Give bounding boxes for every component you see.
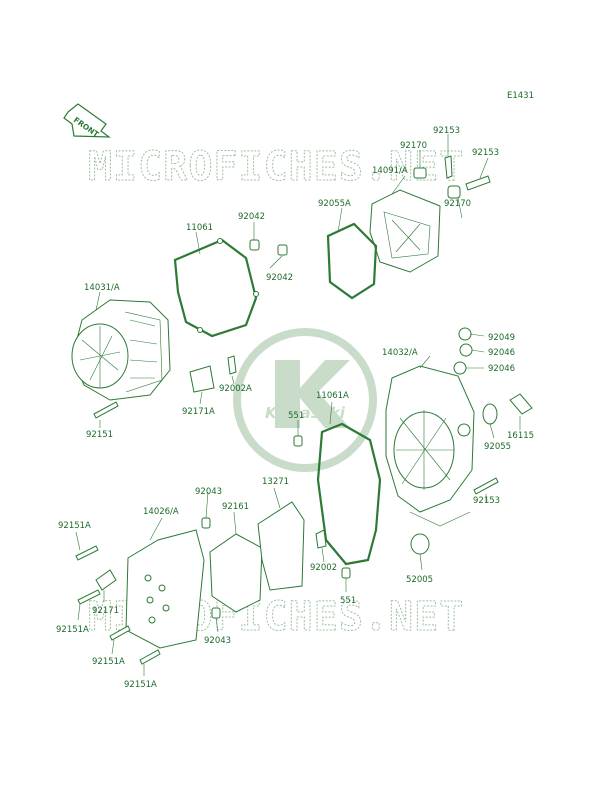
gasket-11061a <box>316 422 382 566</box>
clamp-92171 <box>95 569 117 591</box>
label-92151a-3: 92151A <box>92 657 125 667</box>
part-labels: 92153 92170 92153 14091/A 92055A 92170 1… <box>56 126 534 690</box>
label-92171a: 92171A <box>182 407 215 417</box>
bolt-92151 <box>93 401 119 419</box>
label-92049: 92049 <box>488 333 515 343</box>
spacer-92170-b <box>447 185 461 199</box>
label-92161: 92161 <box>222 502 249 512</box>
label-92042-upper: 92042 <box>238 212 265 222</box>
label-92151: 92151 <box>86 430 113 440</box>
leader-lines <box>75 134 521 676</box>
label-92043-lower: 92043 <box>204 636 231 646</box>
bolt-92153-a <box>444 155 453 179</box>
label-92171: 92171 <box>92 606 119 616</box>
clip-92170-a <box>413 167 427 179</box>
dowel-551-b <box>341 567 351 579</box>
dowel-92043-a <box>201 517 211 529</box>
front-arrow-icon: FRONT <box>63 103 111 140</box>
bolt-92151a-1 <box>75 545 99 561</box>
label-92170: 92170 <box>444 199 471 209</box>
label-92153-lower: 92153 <box>473 496 500 506</box>
label-92002: 92002 <box>310 563 337 573</box>
dowel-92042-b <box>277 244 288 256</box>
gasket-11061 <box>173 238 258 338</box>
damper-92161 <box>209 533 263 613</box>
label-92151a-2: 92151A <box>56 625 89 635</box>
cap-16115 <box>509 393 533 415</box>
label-11061a: 11061A <box>316 391 349 401</box>
bolt-92002 <box>315 529 327 549</box>
dowel-551-a <box>293 435 303 447</box>
label-52005: 52005 <box>406 575 433 585</box>
dowel-92042-a <box>249 239 260 251</box>
label-92046-a: 92046 <box>488 348 515 358</box>
washer-92049 <box>458 327 472 341</box>
oring-92055 <box>482 403 498 425</box>
label-92002a: 92002A <box>219 384 252 394</box>
label-92153-top: 92153 <box>433 126 460 136</box>
label-92043-upper: 92043 <box>195 487 222 497</box>
seal-92046-a <box>459 343 473 357</box>
diagram-code: E1431 <box>507 91 534 101</box>
bolt-92153-c <box>473 477 499 495</box>
label-92170-top: 92170 <box>400 141 427 151</box>
stator-cover-14031 <box>71 299 171 401</box>
label-92055: 92055 <box>484 442 511 452</box>
label-92153-right: 92153 <box>472 148 499 158</box>
pulser-cover-14091 <box>369 189 441 273</box>
plug-52005 <box>410 533 430 555</box>
label-14031a: 14031/A <box>84 283 120 293</box>
logo-text: Kawasaki <box>265 404 346 422</box>
bolt-92151a-3 <box>109 625 131 641</box>
plate-13271 <box>257 501 305 591</box>
sprocket-cover-14026 <box>125 529 205 649</box>
label-13271: 13271 <box>262 477 289 487</box>
label-14091a: 14091/A <box>372 166 408 176</box>
label-92046-b: 92046 <box>488 364 515 374</box>
label-14032a: 14032/A <box>382 348 418 358</box>
clamp-92171a <box>189 365 215 393</box>
label-92055a: 92055A <box>318 199 351 209</box>
label-92151a-1: 92151A <box>58 521 91 531</box>
bolt-92002a <box>227 355 237 375</box>
watermark-top: MICROFICHES.NET <box>88 144 464 190</box>
label-551-lower: 551 <box>340 596 356 606</box>
gasket-92055a <box>326 222 378 300</box>
label-14026a: 14026/A <box>143 507 179 517</box>
bolt-92151a-2 <box>77 589 101 605</box>
label-92042-lower: 92042 <box>266 273 293 283</box>
kawasaki-logo-watermark: Kawasaki <box>233 328 377 472</box>
bolt-92151a-4 <box>139 649 161 665</box>
label-551-upper: 551 <box>288 411 304 421</box>
label-16115: 16115 <box>507 431 534 441</box>
seal-92046-b <box>453 361 467 375</box>
label-92151a-4: 92151A <box>124 680 157 690</box>
clutch-cover-14032 <box>385 365 475 513</box>
bolt-92153-b <box>465 175 491 191</box>
label-11061: 11061 <box>186 223 213 233</box>
dowel-92043-b <box>211 607 221 619</box>
